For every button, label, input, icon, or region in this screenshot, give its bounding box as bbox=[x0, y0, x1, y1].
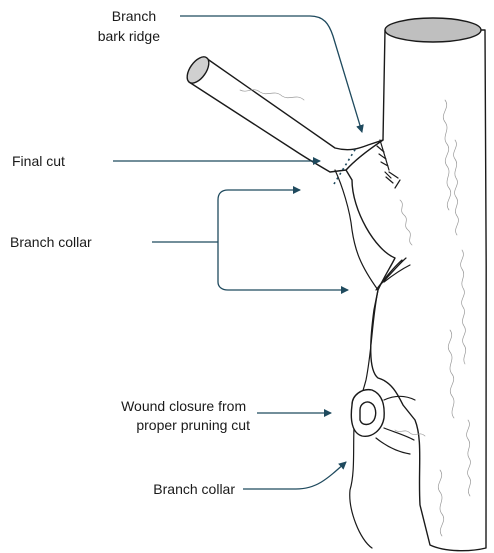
trunk-top-cut bbox=[385, 18, 481, 42]
label-branch-bark-ridge-line-2: bark ridge bbox=[98, 28, 160, 44]
leader-branch-collar-lower bbox=[243, 462, 346, 489]
label-branch-bark-ridge: Branch bark ridge bbox=[98, 8, 160, 44]
tree-illustration bbox=[183, 18, 487, 551]
label-wound-closure: Wound closure from proper pruning cut bbox=[121, 398, 250, 433]
leader-branch-collar-bracket bbox=[152, 190, 228, 290]
label-branch-bark-ridge-line-1: Branch bbox=[112, 8, 156, 24]
trunk bbox=[346, 30, 486, 551]
label-final-cut: Final cut bbox=[12, 153, 65, 169]
label-wound-closure-line-1: Wound closure from bbox=[121, 398, 246, 414]
label-branch-collar-lower: Branch collar bbox=[153, 481, 235, 497]
label-branch-collar-upper: Branch collar bbox=[10, 234, 92, 250]
upper-branch bbox=[189, 58, 383, 172]
label-wound-closure-line-2: proper pruning cut bbox=[136, 417, 250, 433]
